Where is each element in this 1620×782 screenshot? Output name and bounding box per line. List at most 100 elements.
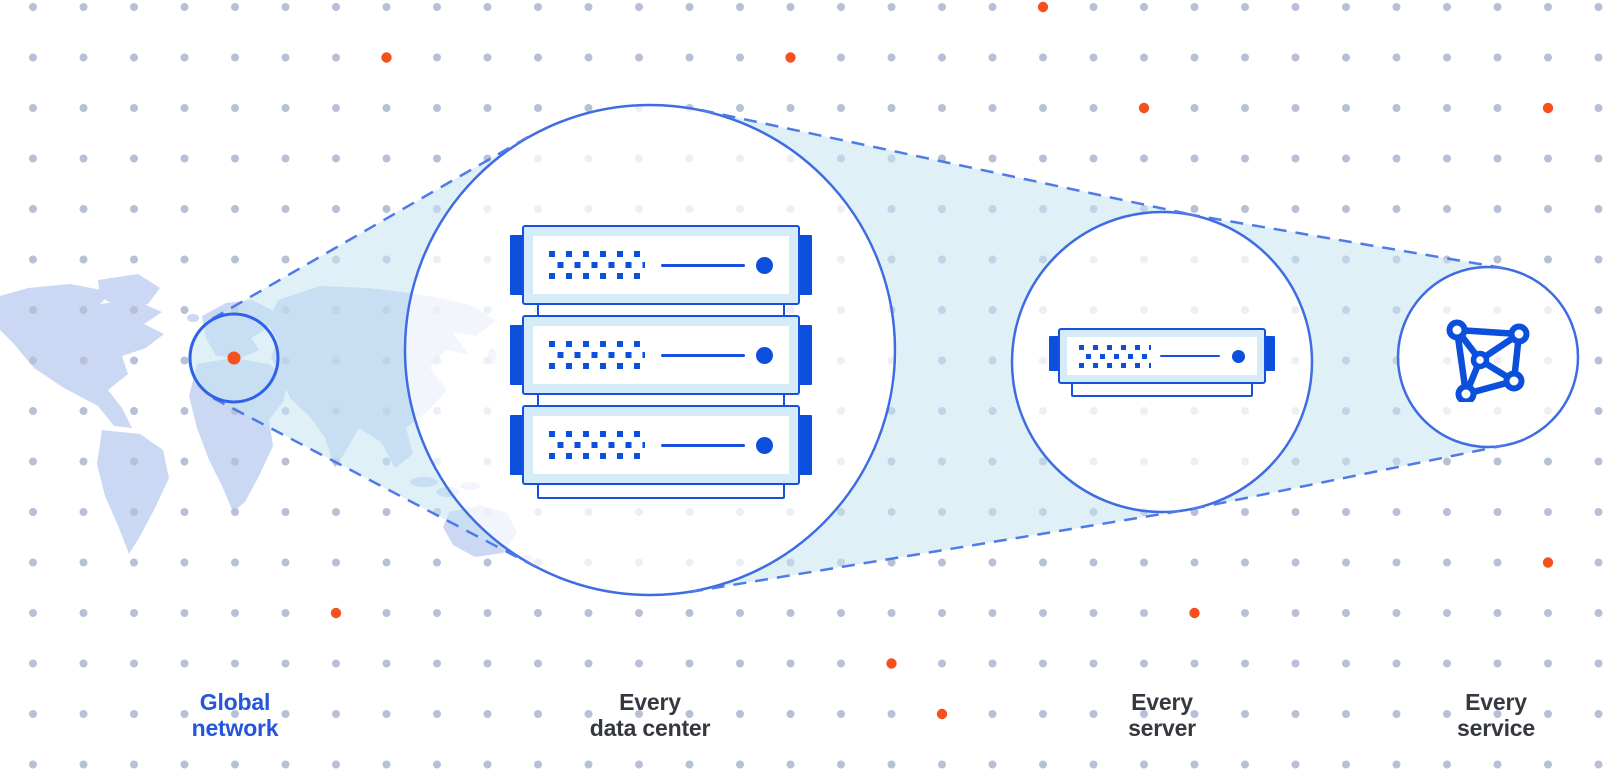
grid-dot bbox=[1342, 609, 1350, 617]
grid-dot bbox=[988, 53, 997, 62]
grid-dot bbox=[685, 53, 694, 62]
grid-dot bbox=[837, 659, 845, 668]
grid-dot bbox=[1140, 558, 1148, 567]
grid-dot bbox=[1594, 255, 1603, 264]
grid-dot bbox=[29, 154, 37, 163]
continent-south-america bbox=[97, 430, 169, 554]
server-led-icon bbox=[756, 436, 773, 454]
grid-dot bbox=[130, 760, 138, 769]
grid-dot bbox=[938, 3, 946, 11]
grid-dot bbox=[1544, 205, 1552, 213]
grid-dot bbox=[1291, 53, 1300, 62]
grid-dot bbox=[1342, 710, 1350, 718]
server-chassis bbox=[522, 315, 800, 395]
rack-ear-icon bbox=[799, 325, 812, 385]
mesh-node-bottom-left bbox=[1455, 383, 1477, 402]
grid-dot bbox=[1594, 356, 1603, 365]
grid-dot bbox=[130, 457, 138, 466]
grid-dot bbox=[332, 53, 340, 62]
grid-dot bbox=[1241, 205, 1249, 213]
server-chassis bbox=[522, 225, 800, 305]
grid-dot bbox=[534, 710, 542, 718]
grid-dot bbox=[79, 306, 88, 314]
grid-dot bbox=[887, 760, 896, 769]
grid-dot bbox=[1544, 255, 1552, 264]
grid-dot bbox=[1039, 609, 1047, 617]
grid-dot bbox=[837, 760, 845, 769]
grid-dot bbox=[1392, 609, 1401, 617]
grid-dot bbox=[1544, 659, 1552, 668]
grid-dot bbox=[1443, 609, 1451, 617]
grid-dot bbox=[837, 710, 845, 718]
grid-dot bbox=[1241, 53, 1249, 62]
grid-dot bbox=[29, 659, 37, 668]
grid-dot bbox=[332, 659, 340, 668]
grid-dot bbox=[1493, 53, 1502, 62]
grid-dot bbox=[1140, 659, 1148, 668]
rack-ear-icon bbox=[510, 325, 523, 385]
server-slot-line bbox=[1160, 354, 1220, 358]
grid-dot bbox=[1089, 3, 1098, 11]
grid-dot bbox=[1443, 760, 1451, 769]
grid-dot bbox=[29, 255, 37, 264]
label-line: Every bbox=[619, 689, 681, 715]
grid-dot bbox=[281, 457, 290, 466]
grid-dot bbox=[887, 558, 896, 567]
grid-dot bbox=[483, 659, 492, 668]
grid-dot bbox=[1594, 558, 1603, 567]
grid-dot bbox=[29, 306, 37, 314]
server-base-tray bbox=[537, 483, 785, 499]
grid-dot bbox=[79, 659, 88, 668]
grid-dot bbox=[231, 255, 239, 264]
accent-dot bbox=[1037, 1, 1049, 13]
grid-dot bbox=[180, 356, 189, 365]
grid-dot bbox=[180, 53, 189, 62]
grid-dot bbox=[180, 659, 189, 668]
grid-dot bbox=[130, 53, 138, 62]
grid-dot bbox=[1594, 104, 1603, 112]
grid-dot bbox=[1544, 3, 1552, 11]
label-line: server bbox=[1128, 715, 1196, 741]
grid-dot bbox=[584, 710, 593, 718]
grid-dot bbox=[736, 659, 744, 668]
grid-dot bbox=[433, 154, 441, 163]
continent-greenland bbox=[98, 274, 160, 310]
grid-dot bbox=[281, 760, 290, 769]
grid-dot bbox=[130, 710, 138, 718]
grid-dot bbox=[332, 760, 340, 769]
grid-dot bbox=[180, 205, 189, 213]
grid-dot bbox=[1493, 205, 1502, 213]
grid-dot bbox=[1039, 154, 1047, 163]
grid-dot bbox=[1594, 609, 1603, 617]
grid-dot bbox=[534, 104, 542, 112]
grid-dot bbox=[1392, 154, 1401, 163]
grid-dot bbox=[1039, 659, 1047, 668]
vent-dot-matrix-icon bbox=[549, 341, 645, 369]
grid-dot bbox=[130, 154, 138, 163]
server-unit-2 bbox=[510, 315, 812, 411]
grid-dot bbox=[433, 104, 441, 112]
grid-dot bbox=[180, 710, 189, 718]
server-chassis bbox=[1058, 328, 1266, 384]
mesh-node-center bbox=[1470, 350, 1490, 370]
grid-dot bbox=[584, 104, 593, 112]
grid-dot bbox=[837, 3, 845, 11]
grid-dot bbox=[1291, 710, 1300, 718]
grid-dot bbox=[887, 3, 896, 11]
grid-dot bbox=[1443, 205, 1451, 213]
grid-dot bbox=[1342, 508, 1350, 516]
rack-ear-icon bbox=[510, 235, 523, 295]
zoom-cones bbox=[187, 110, 1506, 592]
mesh-node-bottom-right bbox=[1503, 370, 1525, 392]
grid-dot bbox=[1594, 457, 1603, 466]
grid-dot bbox=[1392, 508, 1401, 516]
grid-dot bbox=[79, 558, 88, 567]
grid-dot bbox=[1443, 659, 1451, 668]
grid-dot bbox=[988, 104, 997, 112]
grid-dot bbox=[736, 609, 744, 617]
grid-dot bbox=[79, 53, 88, 62]
grid-dot bbox=[483, 710, 492, 718]
grid-dot bbox=[1089, 558, 1098, 567]
grid-dot bbox=[786, 760, 795, 769]
grid-dot bbox=[29, 508, 37, 516]
